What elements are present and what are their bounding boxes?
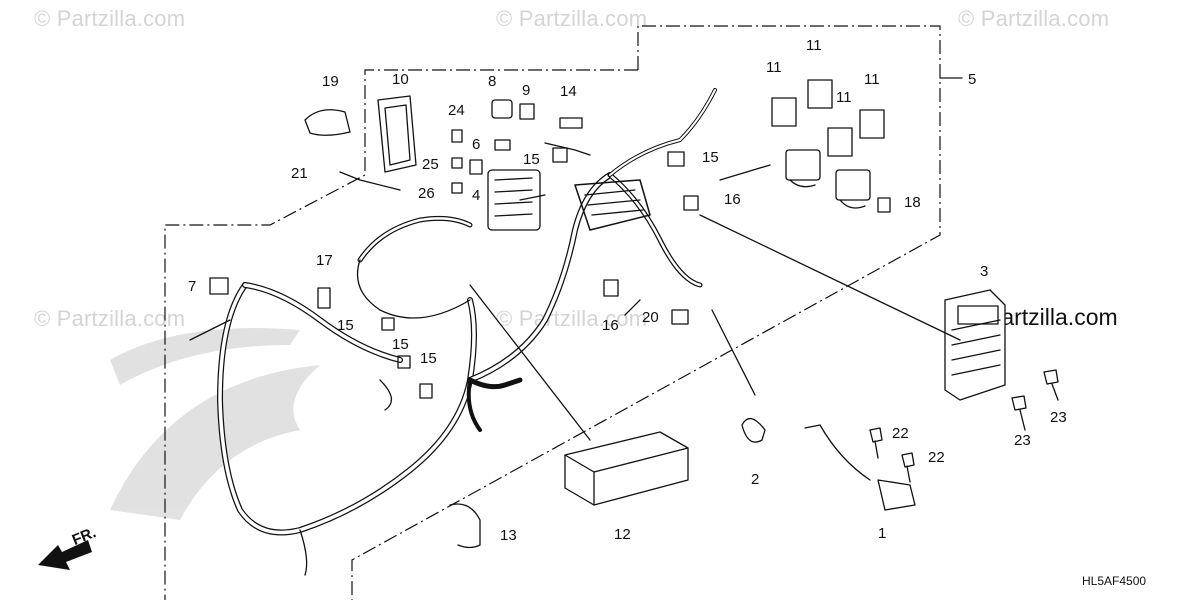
harness-right-inner — [608, 173, 702, 287]
plug-cap — [741, 418, 766, 443]
callout-19: 19 — [322, 73, 339, 90]
callout-22: 22 — [928, 449, 945, 466]
callout-15: 15 — [337, 317, 354, 334]
callout-24: 24 — [448, 102, 465, 119]
callout-15: 15 — [420, 350, 437, 367]
callout-25: 25 — [422, 156, 439, 173]
watermark: © Partzilla.com — [496, 6, 648, 31]
assembly-boundary — [351, 25, 941, 600]
callout-11: 11 — [806, 37, 822, 54]
callout-15: 15 — [523, 151, 540, 168]
front-arrow-icon — [38, 540, 92, 570]
harness-center-inner — [468, 173, 612, 382]
callout-26: 26 — [418, 185, 435, 202]
callout-23: 23 — [1014, 432, 1031, 449]
relay — [827, 127, 853, 157]
ignition-coil — [877, 479, 916, 511]
callout-20: 20 — [642, 309, 659, 326]
harness-bottom-lead — [299, 529, 308, 576]
part-19-clamp — [304, 109, 351, 136]
assembly-boundary — [164, 69, 638, 600]
callout-14: 14 — [560, 83, 577, 100]
callout-16: 16 — [602, 317, 619, 334]
callout-13: 13 — [500, 527, 517, 544]
callout-16: 16 — [724, 191, 741, 208]
callout-4: 4 — [472, 187, 481, 204]
relay — [771, 97, 797, 127]
callout-11: 11 — [766, 59, 782, 76]
harness-left-lead — [189, 319, 231, 341]
drawing-code: HL5AF4500 — [1082, 574, 1147, 588]
regulator — [944, 289, 1006, 401]
harness-branch-inner — [243, 283, 402, 362]
ecu-module — [564, 431, 689, 506]
watermark-dark: Partzilla.com — [986, 304, 1118, 330]
harness-lower — [467, 377, 523, 390]
harness-upper — [357, 215, 473, 263]
callout-5: 5 — [968, 71, 977, 88]
callout-21: 21 — [291, 165, 308, 182]
callout-3: 3 — [980, 263, 989, 280]
honda-logo-watermark — [110, 328, 320, 520]
harness-upper-inner — [358, 217, 472, 262]
callout-17: 17 — [316, 252, 333, 269]
callout-15: 15 — [702, 149, 719, 166]
callout-1: 1 — [878, 525, 887, 542]
harness-lower-b — [466, 378, 482, 432]
callout-18: 18 — [904, 194, 921, 211]
harness-left-lead2 — [379, 379, 392, 411]
callout-7: 7 — [188, 278, 197, 295]
watermark: © Partzilla.com — [34, 6, 186, 31]
callout-6: 6 — [472, 136, 481, 153]
callout-12: 12 — [614, 526, 631, 543]
harness-loop-left — [356, 259, 471, 319]
watermark: © Partzilla.com — [958, 6, 1110, 31]
callout-22: 22 — [892, 425, 909, 442]
junction-box — [574, 179, 651, 231]
watermark: © Partzilla.com — [34, 306, 186, 331]
callout-9: 9 — [522, 82, 531, 99]
watermark: © Partzilla.com — [496, 306, 648, 331]
callout-8: 8 — [488, 73, 497, 90]
callout-11: 11 — [864, 71, 880, 88]
callout-10: 10 — [392, 71, 409, 88]
relay — [859, 109, 885, 139]
part-10-housing — [377, 95, 417, 173]
callout-23: 23 — [1050, 409, 1067, 426]
relay — [807, 79, 833, 109]
fuse-box — [487, 169, 541, 231]
callout-15: 15 — [392, 336, 409, 353]
callout-11: 11 — [836, 89, 852, 106]
callout-2: 2 — [751, 471, 760, 488]
harness-top-inner — [609, 89, 716, 176]
part-13-clamp — [449, 503, 481, 549]
